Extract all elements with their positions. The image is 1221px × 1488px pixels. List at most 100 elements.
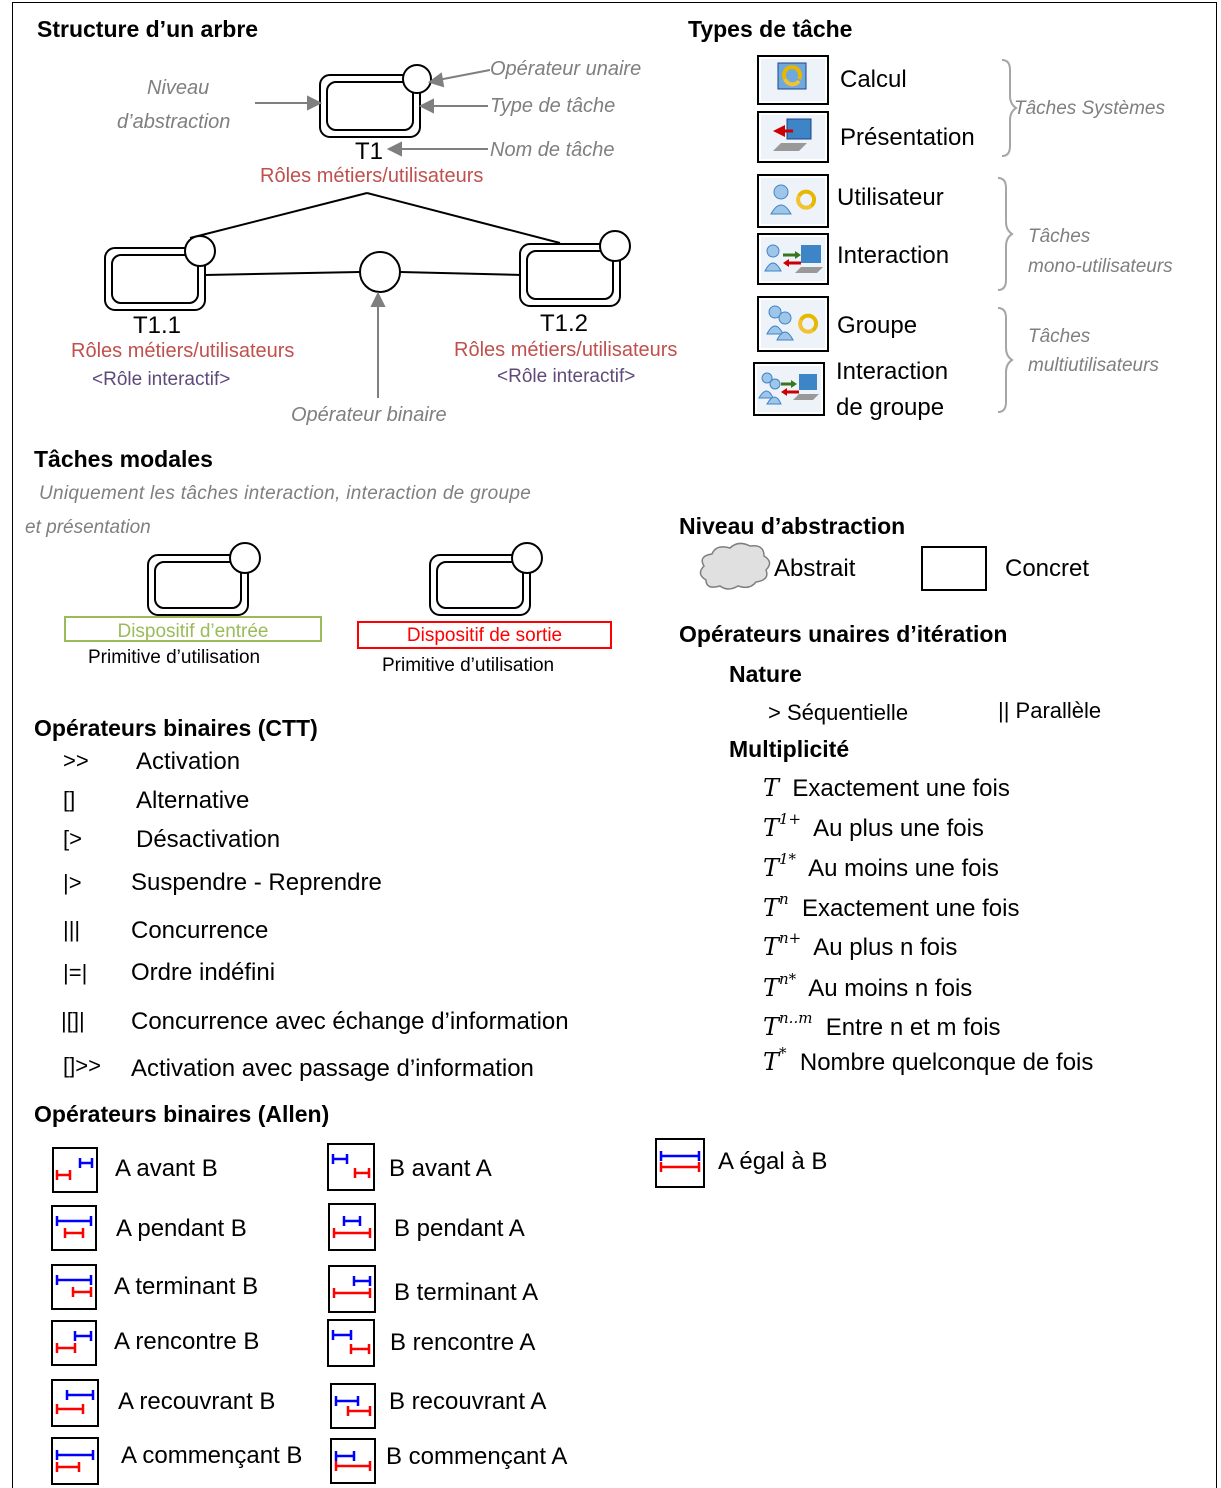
abstract-cloud-icon	[699, 542, 771, 590]
allen-finishes-icon	[51, 1264, 97, 1310]
brace-mono	[997, 177, 1014, 291]
annot-task-type: Type de tâche	[490, 95, 616, 117]
mult-label: Au plus une fois	[813, 815, 984, 842]
allen-label-during: A pendant B	[116, 1215, 247, 1242]
child1-unary-operator	[184, 235, 216, 267]
mult-label: Entre n et m fois	[825, 1014, 1001, 1041]
root-task-inner	[326, 81, 414, 131]
allen-label-finishes: A terminant B	[114, 1273, 259, 1300]
brace-system	[1001, 59, 1018, 157]
allen-label-before: A avant B	[115, 1155, 218, 1182]
mult-row-2: T1+ Au plus une fois	[763, 812, 984, 842]
task-type-interaction: Interaction	[837, 242, 950, 269]
unary-title: Opérateurs unaires d’itération	[679, 621, 1008, 647]
tree-edge-left	[189, 192, 368, 239]
ctt-label-activation: Activation	[136, 748, 241, 775]
ctt-symbol-alternative: []	[63, 787, 76, 812]
task-type-group-interaction-2: de groupe	[836, 394, 945, 421]
ctt-label-activation-info: Activation avec passage d’information	[131, 1055, 534, 1082]
mult-symbol: Tn..m	[763, 1009, 813, 1041]
mult-label: Au moins n fois	[808, 975, 973, 1002]
arrow-unary	[437, 69, 491, 81]
ctt-label-concurrence-info: Concurrence avec échange d’information	[131, 1008, 569, 1035]
input-device-box	[64, 616, 322, 642]
output-device-label: Dispositif de sortie	[406, 625, 563, 646]
ctt-title: Opérateurs binaires (CTT)	[34, 715, 318, 741]
group-label-mono-2: mono-utilisateurs	[1028, 256, 1173, 277]
mult-row-6: Tn* Au moins n fois	[763, 972, 973, 1002]
binary-operator	[359, 251, 401, 293]
allen-label-meets-rev: B rencontre A	[390, 1329, 536, 1356]
modal-note-2: et présentation	[25, 517, 151, 538]
mult-symbol: T*	[763, 1044, 787, 1076]
allen-label-during-rev: B pendant A	[394, 1215, 525, 1242]
user-icon	[757, 174, 829, 228]
annot-binary-operator: Opérateur binaire	[291, 404, 447, 426]
task-type-calcul: Calcul	[840, 66, 907, 93]
child2-unary-operator	[599, 230, 631, 262]
group-icon	[757, 296, 829, 352]
mult-row-5: Tn+ Au plus n fois	[763, 929, 957, 961]
ctt-symbol-concurrence-info: |[]|	[61, 1008, 85, 1033]
annot-abstraction-1: Niveau	[147, 77, 210, 99]
allen-label-overlaps: A recouvrant B	[118, 1388, 276, 1415]
ctt-label-alternative: Alternative	[136, 787, 250, 814]
allen-overlaps-icon	[51, 1379, 99, 1427]
tree-section-title: Structure d’un arbre	[37, 16, 259, 42]
allen-during-rev-icon	[328, 1203, 376, 1251]
child1-interactive-role: <Rôle interactif>	[92, 369, 231, 390]
mult-row-7: Tn..m Entre n et m fois	[763, 1009, 1001, 1041]
ctt-label-concurrence: Concurrence	[131, 917, 269, 944]
allen-label-overlaps-rev: B recouvrant A	[389, 1388, 547, 1415]
mult-label: Nombre quelconque de fois	[799, 1049, 1094, 1076]
allen-label-before-rev: B avant A	[389, 1155, 492, 1182]
root-task-name: T1	[355, 138, 384, 165]
mult-row-3: T1* Au moins une fois	[763, 852, 999, 881]
annot-abstraction-2: d’abstraction	[117, 111, 231, 133]
concrete-box-icon	[921, 546, 987, 591]
ctt-symbol-activation-info: []>>	[63, 1053, 101, 1078]
mult-symbol: Tn+	[763, 929, 802, 961]
presentation-icon	[757, 111, 829, 163]
ctt-symbol-concurrence: |||	[63, 917, 81, 942]
ctt-symbol-activation: >>	[63, 748, 89, 773]
output-device-box	[357, 621, 612, 649]
allen-label-starts: A commençant B	[121, 1442, 303, 1469]
abstract-label: Abstrait	[774, 555, 856, 582]
brace-multi	[997, 307, 1014, 413]
allen-label-finishes-rev: B terminant A	[394, 1279, 539, 1306]
allen-equal-icon	[655, 1138, 705, 1188]
ctt-symbol-deactivation: [>	[63, 826, 82, 851]
group-label-mono-1: Tâches	[1028, 226, 1091, 247]
ctt-label-order: Ordre indéfini	[131, 959, 276, 986]
interaction-icon	[757, 233, 829, 285]
child1-task-roles: Rôles métiers/utilisateurs	[71, 340, 295, 362]
annot-task-name: Nom de tâche	[490, 139, 615, 161]
mult-row-4: Tn Exactement une fois	[763, 890, 1019, 922]
modal-note-1: Uniquement les tâches interaction, inter…	[39, 483, 532, 504]
child1-task-inner	[111, 254, 199, 304]
abstraction-title: Niveau d’abstraction	[679, 513, 906, 539]
task-type-user: Utilisateur	[837, 184, 944, 211]
ctt-label-suspend: Suspendre - Reprendre	[131, 869, 382, 896]
primitive-output: Primitive d’utilisation	[382, 655, 555, 676]
allen-label-starts-rev: B commençant A	[386, 1443, 568, 1470]
allen-title: Opérateurs binaires (Allen)	[34, 1101, 330, 1127]
binary-link-right	[399, 271, 524, 276]
modal-section-title: Tâches modales	[34, 446, 213, 472]
concrete-label: Concret	[1005, 555, 1090, 582]
allen-label-meets: A rencontre B	[114, 1328, 260, 1355]
group-label-multi-2: multiutilisateurs	[1028, 355, 1159, 376]
annot-unary-operator: Opérateur unaire	[490, 58, 642, 80]
mult-symbol: Tn	[763, 890, 789, 922]
ctt-symbol-order: |=|	[63, 960, 88, 985]
task-type-presentation: Présentation	[840, 124, 975, 151]
allen-meets-rev-icon	[327, 1319, 375, 1367]
nature-parallel: || Parallèle	[998, 698, 1102, 723]
child2-interactive-role: <Rôle interactif>	[497, 366, 636, 387]
ctt-label-deactivation: Désactivation	[136, 826, 281, 853]
child2-task-inner	[526, 250, 614, 300]
